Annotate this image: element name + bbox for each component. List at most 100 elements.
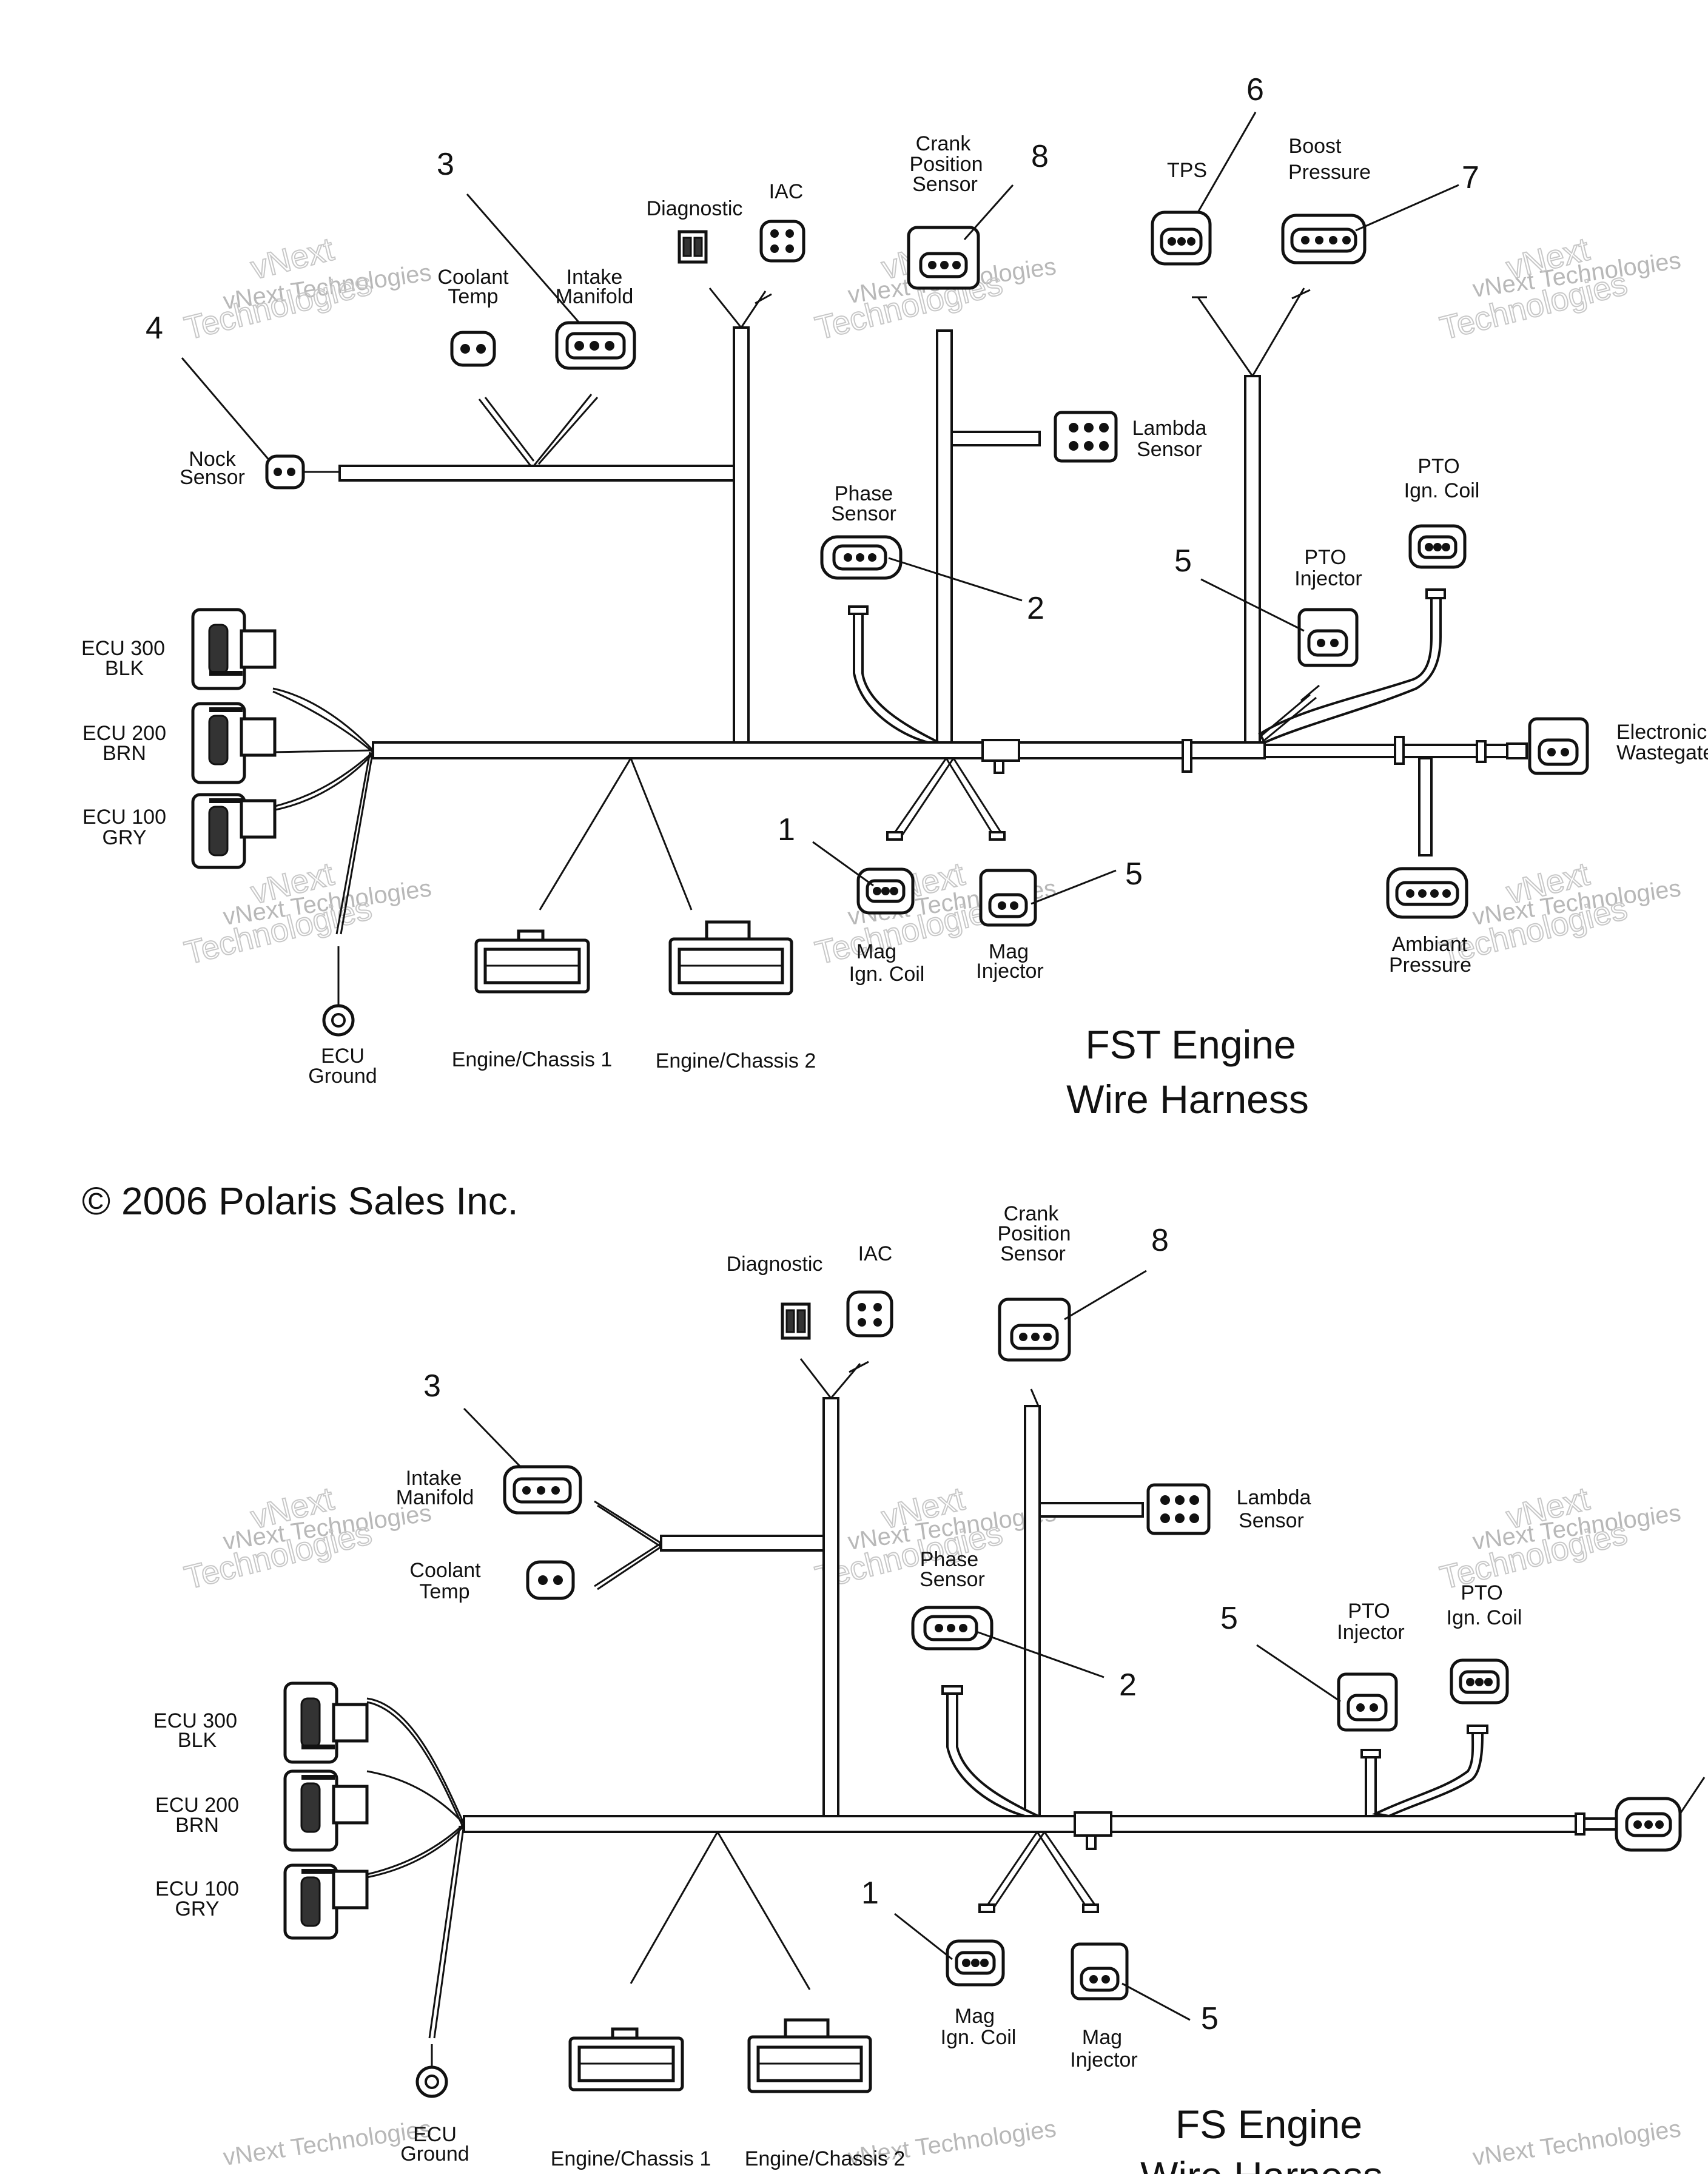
ecu200-lead bbox=[366, 1770, 465, 1825]
label-iac: IAC bbox=[769, 180, 804, 203]
ecu300-lead bbox=[366, 1697, 465, 1825]
pto-coil-lead bbox=[1258, 593, 1442, 744]
label-ecu200: ECU 200 bbox=[82, 722, 166, 745]
label-intake-manifold: Manifold bbox=[556, 285, 634, 308]
label-mag-ign-coil: Ign. Coil bbox=[941, 2026, 1017, 2049]
label-mag-injector: Injector bbox=[1070, 2048, 1138, 2071]
ecu200-connector bbox=[191, 702, 277, 784]
engine-chassis-1-lead bbox=[630, 1831, 719, 1984]
phase-lead bbox=[946, 1691, 1039, 1817]
label-crank-position-sensor: Position bbox=[910, 153, 983, 176]
coolant-lead bbox=[484, 397, 535, 462]
callout-5-leader bbox=[1256, 1644, 1341, 1703]
ecu-ground-ring bbox=[415, 2044, 448, 2098]
label-intake-manifold: Manifold bbox=[396, 1486, 474, 1509]
boost-pressure-connector bbox=[1281, 214, 1367, 264]
pto-ign-coil-connector bbox=[1450, 1658, 1509, 1705]
mag-injector-lead-clip bbox=[1082, 1903, 1099, 1913]
pto-injector-lead bbox=[1259, 693, 1311, 738]
label-mag-ign-coil: Mag bbox=[955, 2005, 995, 2028]
label-crank-position-sensor: Crank bbox=[1004, 1202, 1060, 1225]
label-ecu100: GRY bbox=[102, 826, 146, 849]
label-mag-injector: Mag bbox=[989, 940, 1029, 963]
mag-coil-lead-clip bbox=[886, 831, 903, 841]
pto-injector-lead-tick bbox=[1300, 684, 1320, 702]
callout-6-leader bbox=[1197, 112, 1257, 213]
mag-ign-coil-connector bbox=[946, 1939, 1005, 1987]
callout-6: 6 bbox=[1246, 72, 1264, 107]
label-intake-manifold: Intake bbox=[406, 1467, 462, 1490]
mag-coil-lead bbox=[898, 758, 955, 841]
ecu100-connector bbox=[191, 793, 277, 869]
callout-8-leader bbox=[963, 184, 1014, 240]
copyright-notice: © 2006 Polaris Sales Inc. bbox=[82, 1179, 519, 1223]
watermark-text: vNext Technologies bbox=[1471, 2115, 1683, 2171]
boost-lead-tick bbox=[1291, 289, 1311, 300]
wastegate-branch-wire bbox=[1263, 744, 1508, 758]
mag-coil-lead bbox=[890, 758, 947, 838]
coolant-lead bbox=[597, 1546, 662, 1590]
lambda-branch-wire bbox=[1038, 1502, 1144, 1518]
pto-coil-lead bbox=[1371, 1728, 1484, 1818]
engine-chassis-2-connector bbox=[668, 920, 793, 995]
label-phase-sensor: Phase bbox=[835, 482, 893, 505]
label-engine-chassis-2: Engine/Chassis 2 bbox=[745, 2147, 906, 2170]
ecu100-lead bbox=[272, 751, 374, 808]
ecu300-lead bbox=[272, 690, 374, 753]
pto-injector-lead bbox=[1365, 1755, 1377, 1817]
callout-1: 1 bbox=[861, 1876, 879, 1911]
ecu300-lead bbox=[366, 1701, 463, 1826]
callout-5: 5 bbox=[1201, 2001, 1219, 2036]
callout-1-leader bbox=[894, 1913, 953, 1960]
coolant-temp-connector bbox=[450, 331, 496, 367]
fst-harness-diagram: 3 4 8 6 7 2 5 1 5 Nock Sensor Coolant Te… bbox=[81, 72, 1708, 1122]
crank-branch-wire bbox=[1024, 1405, 1041, 1817]
mag-injector-lead bbox=[1036, 1831, 1088, 1908]
engine-chassis-2-connector bbox=[747, 2018, 872, 2093]
ground-lead bbox=[433, 1823, 465, 2039]
label-electronic-wastegate: Wastegate bbox=[1616, 741, 1708, 764]
crank-position-sensor-connector bbox=[907, 226, 980, 290]
trunk-clip bbox=[1476, 740, 1487, 763]
crank-branch-wire bbox=[936, 329, 953, 744]
fs-title: Wire Harness bbox=[1140, 2153, 1383, 2174]
label-mag-ign-coil: Mag bbox=[856, 940, 896, 963]
ground-lead bbox=[428, 1825, 461, 2039]
ecu200-lead bbox=[272, 749, 374, 753]
callout-3-leader bbox=[466, 194, 580, 323]
callout-1-leader bbox=[812, 841, 874, 887]
pto-coil-lead-clip bbox=[1425, 588, 1446, 599]
diagnostic-connector bbox=[677, 230, 708, 264]
callout-4: 4 bbox=[146, 311, 163, 346]
iac-connector bbox=[759, 220, 805, 263]
label-intake-manifold: Intake bbox=[567, 266, 623, 289]
engine-chassis-1-connector bbox=[474, 929, 590, 994]
label-engine-chassis-1: Engine/Chassis 1 bbox=[452, 1048, 613, 1071]
trunk-tail bbox=[1582, 1817, 1618, 1831]
diagnostic-connector bbox=[781, 1302, 811, 1340]
label-crank-position-sensor: Sensor bbox=[1000, 1242, 1066, 1265]
callout-5-leader bbox=[1121, 1982, 1191, 2021]
label-pto-injector: Injector bbox=[1294, 567, 1362, 590]
engine-chassis-1-lead bbox=[539, 758, 632, 910]
fst-title: FST Engine bbox=[1085, 1022, 1296, 1067]
trunk-splice bbox=[1074, 1811, 1112, 1837]
label-coolant-temp: Coolant bbox=[437, 266, 509, 289]
diagnostic-branch-wire bbox=[822, 1397, 839, 1817]
trunk-splice-tab bbox=[994, 759, 1004, 774]
label-ambiant-pressure: Ambiant bbox=[1392, 933, 1468, 956]
label-coolant-temp: Temp bbox=[419, 1580, 469, 1603]
label-lambda-sensor: Sensor bbox=[1137, 438, 1202, 461]
callout-2: 2 bbox=[1027, 591, 1044, 626]
engine-chassis-2-lead bbox=[630, 758, 693, 910]
crank-position-sensor-connector bbox=[998, 1297, 1071, 1362]
label-crank-position-sensor: Crank bbox=[916, 132, 972, 155]
coolant-lead bbox=[594, 1542, 662, 1587]
intake-lead bbox=[594, 1500, 662, 1544]
label-nock-sensor: Nock bbox=[189, 448, 236, 471]
ecu-ground-ring bbox=[322, 946, 355, 1037]
mag-injector-lead bbox=[1043, 1831, 1096, 1905]
label-electronic-wastegate: Electronic bbox=[1616, 721, 1707, 744]
intake-lead bbox=[537, 397, 599, 465]
